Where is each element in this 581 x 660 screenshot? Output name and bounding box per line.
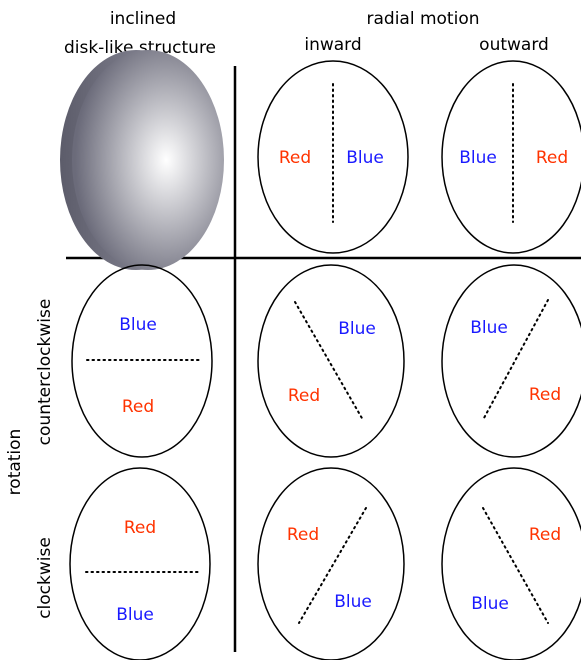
cell-outward-radial: Blue Red [441, 60, 581, 254]
cell-cw-rotation-top-label: Red [124, 518, 156, 538]
cell-ccw-outward-upper-label: Blue [470, 318, 508, 338]
cell-ccw-outward: Blue Red [441, 264, 581, 458]
column-header-inward: inward [304, 35, 361, 55]
cell-outward-radial-left-label: Blue [459, 148, 497, 168]
column-header-outward: outward [479, 35, 549, 55]
radial-motion-title: radial motion [367, 9, 480, 29]
cell-cw-outward-upper-label: Red [529, 525, 561, 545]
cell-inward-radial-left-label: Red [279, 148, 311, 168]
cell-inward-radial: Red Blue [257, 60, 409, 254]
inclined-disk-illustration [60, 50, 224, 270]
row-header-counterclockwise: counterclockwise [35, 299, 55, 446]
cell-outward-radial-right-label: Red [536, 148, 568, 168]
cell-cw-outward: Red Blue [441, 467, 581, 660]
cell-cw-rotation: Red Blue [69, 467, 211, 660]
cell-cw-outward-lower-label: Blue [471, 594, 509, 614]
cell-ccw-rotation: Blue Red [71, 264, 213, 458]
cell-cw-inward-upper-label: Red [287, 525, 319, 545]
cell-cw-inward: Red Blue [257, 467, 405, 660]
cell-ccw-inward-lower-label: Red [288, 386, 320, 406]
cell-ccw-rotation-top-label: Blue [119, 315, 157, 335]
row-header-clockwise: clockwise [35, 537, 55, 619]
cell-ccw-rotation-bottom-label: Red [122, 397, 154, 417]
disk-label-line1: inclined [110, 9, 176, 29]
cell-ccw-inward: Blue Red [257, 264, 405, 458]
cell-ccw-outward-lower-label: Red [529, 385, 561, 405]
cell-ccw-inward-upper-label: Blue [338, 319, 376, 339]
disk-face [72, 50, 224, 270]
disk-label-line2: disk-like structure [64, 38, 216, 58]
cell-cw-inward-lower-label: Blue [334, 592, 372, 612]
cell-cw-rotation-bottom-label: Blue [116, 605, 154, 625]
cell-inward-radial-right-label: Blue [346, 148, 384, 168]
rotation-title: rotation [5, 429, 25, 496]
